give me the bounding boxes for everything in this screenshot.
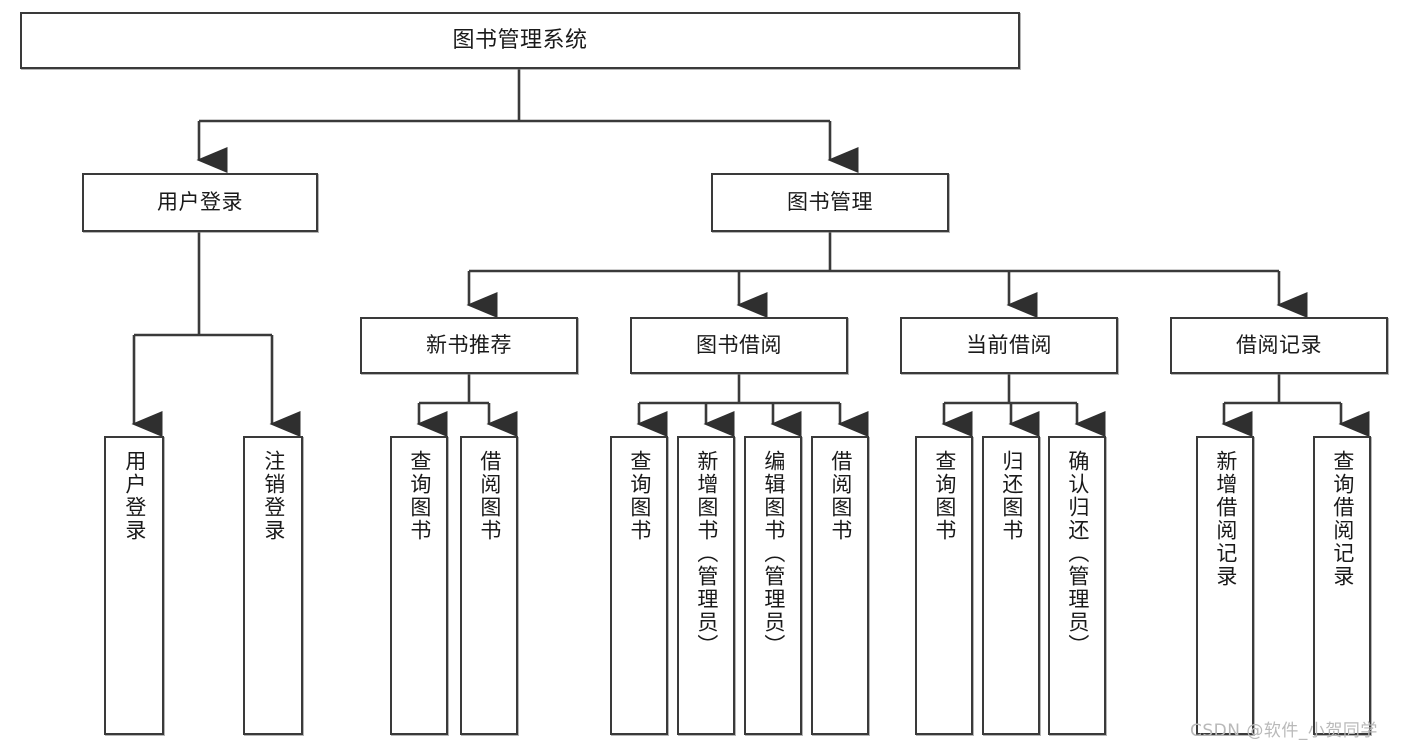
node-label: 归还图书 <box>999 450 1024 542</box>
node-label: 确认归还（管理员） <box>1065 450 1090 657</box>
node-label: 新增图书（管理员） <box>694 450 719 657</box>
node-label: 图书借阅 <box>696 333 782 358</box>
node-leaf-query-record[interactable]: 查询借阅记录 <box>1313 436 1371 735</box>
node-label: 用户登录 <box>122 450 147 542</box>
node-label: 用户登录 <box>157 190 243 215</box>
node-new-book-recommend[interactable]: 新书推荐 <box>360 317 578 374</box>
node-leaf-borrow-book-2[interactable]: 借阅图书 <box>811 436 869 735</box>
node-borrow-record[interactable]: 借阅记录 <box>1170 317 1388 374</box>
csdn-watermark: CSDN @软件_小贺同学 <box>1190 721 1378 741</box>
node-label: 图书管理 <box>787 190 873 215</box>
node-leaf-confirm-return[interactable]: 确认归还（管理员） <box>1048 436 1106 735</box>
node-leaf-borrow-book-1[interactable]: 借阅图书 <box>460 436 518 735</box>
node-label: 查询图书 <box>932 450 957 542</box>
node-label: 查询图书 <box>627 450 652 542</box>
node-leaf-query-book-3[interactable]: 查询图书 <box>915 436 973 735</box>
node-label: 图书管理系统 <box>452 27 588 53</box>
node-leaf-add-book[interactable]: 新增图书（管理员） <box>677 436 735 735</box>
node-leaf-logout-login[interactable]: 注销登录 <box>243 436 303 735</box>
node-leaf-edit-book[interactable]: 编辑图书（管理员） <box>744 436 802 735</box>
node-leaf-return-book[interactable]: 归还图书 <box>982 436 1040 735</box>
node-label: 注销登录 <box>261 450 286 542</box>
node-label: 新增借阅记录 <box>1213 450 1238 588</box>
node-label: 当前借阅 <box>966 333 1052 358</box>
node-label: 借阅图书 <box>828 450 853 542</box>
node-label: 借阅记录 <box>1236 333 1322 358</box>
node-label: 查询图书 <box>407 450 432 542</box>
node-user-login[interactable]: 用户登录 <box>82 173 318 232</box>
node-current-borrow[interactable]: 当前借阅 <box>900 317 1118 374</box>
node-label: 借阅图书 <box>477 450 502 542</box>
node-leaf-query-book-2[interactable]: 查询图书 <box>610 436 668 735</box>
node-label: 新书推荐 <box>426 333 512 358</box>
node-label: 查询借阅记录 <box>1330 450 1355 588</box>
node-leaf-add-record[interactable]: 新增借阅记录 <box>1196 436 1254 735</box>
node-book-management[interactable]: 图书管理 <box>711 173 949 232</box>
node-root-system[interactable]: 图书管理系统 <box>20 12 1020 69</box>
node-book-borrow[interactable]: 图书借阅 <box>630 317 848 374</box>
node-leaf-query-book-1[interactable]: 查询图书 <box>390 436 448 735</box>
node-label: 编辑图书（管理员） <box>761 450 786 657</box>
node-leaf-user-login[interactable]: 用户登录 <box>104 436 164 735</box>
